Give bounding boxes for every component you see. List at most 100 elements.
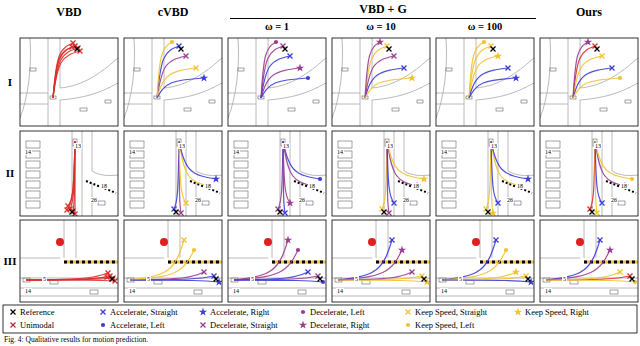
vehicle-box [130,191,144,198]
road-line [20,258,60,259]
agent-id: 14 [24,288,32,294]
road-line [124,38,135,118]
predicted-trajectory [157,78,204,98]
road-line [228,258,268,259]
crosswalk [294,181,324,193]
predicted-trajectory [261,78,308,98]
vehicle-box [442,171,456,178]
endpoint-marker [600,201,605,206]
column-heading: VBD [56,6,81,18]
column-heading: ω = 100 [468,22,503,33]
agent-id: 26 [402,197,410,203]
endpoint-marker [274,40,278,44]
agent-id: 18 [204,183,212,189]
vehicle-box [550,68,556,71]
road-line [272,220,273,258]
legend-text: Keep Speed, Right [525,308,589,317]
road-line [580,83,638,100]
vehicle-box [546,161,560,168]
predicted-trajectory [130,240,184,280]
endpoint-marker [494,52,502,60]
predicted-trajectory [469,68,508,98]
road-line [60,58,118,88]
predicted-trajectory [338,250,402,280]
panel-border [540,131,638,216]
road-line [508,131,509,171]
endpoint-marker [71,41,76,46]
vehicle-box [338,191,352,198]
road-line [540,38,551,118]
scene-panel [20,131,118,216]
scene-panel [332,131,430,216]
agent-id: 14 [24,149,32,155]
legend-marker [201,323,206,328]
vehicle-box [234,161,248,168]
agent-id: 18 [620,183,628,189]
vehicle-box [442,181,456,188]
panel-ground [124,38,222,126]
crosswalk [606,181,636,193]
predicted-trajectory [491,141,528,179]
endpoint-marker [420,175,428,183]
legend-marker [299,321,307,329]
road-line [332,288,430,289]
road-line [372,83,430,100]
panel-border [228,131,326,216]
legend-text: Decelerate, Right [310,321,369,330]
scene-panel [228,131,326,216]
crosswalk [86,181,116,193]
predicted-trajectory [387,141,417,186]
endpoint-marker [174,210,179,215]
predicted-trajectory [261,68,300,98]
vehicle-box [338,161,352,168]
endpoint-marker [618,270,623,275]
predicted-trajectory [67,141,75,210]
endpoint-marker [76,46,81,51]
predicted-trajectory [130,250,194,280]
vehicle-box [442,201,456,208]
road-line [124,296,222,297]
stop-sign [368,238,376,246]
predicted-trajectory [595,141,625,186]
legend-text: Decelerate, Left [310,308,365,317]
predicted-trajectory [338,240,392,280]
agent-id: 18 [516,183,524,189]
legend-text: Keep Speed, Left [415,321,474,330]
vehicle-box [618,201,625,205]
scene-panel [436,131,534,216]
legend-marker [406,310,411,315]
vehicle-box [342,68,348,71]
agent-id: 14 [336,288,344,294]
panel-ground [20,220,118,302]
legend-marker [11,310,16,315]
predicted-trajectory [486,141,491,209]
vehicle-box [234,141,248,148]
panel-ground [436,131,534,216]
endpoint-marker [283,47,288,52]
endpoint-marker [618,76,622,80]
endpoint-marker [110,277,115,282]
predicted-trajectory [442,240,496,280]
agent-id: 13 [386,143,394,149]
legend-text: Keep Speed, Straight [415,308,487,317]
road-line [164,100,165,126]
agent-id: 13 [74,143,82,149]
vehicle-box [209,100,215,103]
vehicle-box [546,171,560,178]
endpoint-marker [296,64,304,72]
panel-border [20,131,118,216]
predicted-trajectory [442,280,531,282]
predicted-trajectory [590,141,595,209]
vehicle-box [306,201,313,205]
vehicle-box [202,201,209,205]
agent-id: 14 [440,288,448,294]
endpoint-marker [621,182,629,190]
predicted-trajectory [469,42,484,98]
road-line [476,100,477,126]
panel-ground [540,38,638,126]
predicted-trajectory [546,240,600,280]
road-line [256,38,257,126]
predicted-trajectory [278,141,283,209]
predicted-trajectory [157,42,172,98]
agent-id: 26 [610,197,618,203]
